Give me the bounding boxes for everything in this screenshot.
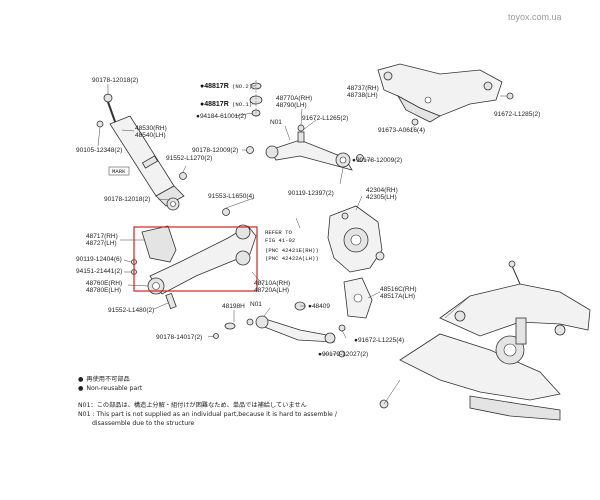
label-48817r-no1: ●48817R [200, 101, 229, 108]
bullet-94184: ● [196, 113, 200, 120]
label-48409: ●48409 [308, 303, 330, 310]
label-no2: (NO.2) [232, 83, 252, 90]
label-91672-l1265: 91672-L1265(2) [302, 115, 348, 122]
bullet-48817r-no2: ● [200, 83, 204, 90]
bullet-90178-12009-b: ● [352, 157, 356, 164]
footnotes: N01：この部品は、構造上分解・組付けが困難なため、単品では補給していません N… [78, 401, 338, 427]
label-48198h: 48198H [222, 303, 245, 310]
label-90178-12009-b: ●90178-12009(2) [352, 157, 402, 164]
label-90178-12018-mid: 90178-12018(2) [104, 196, 150, 203]
mark-tag [108, 166, 130, 176]
label-48717: 48717(RH) [86, 233, 118, 240]
lower-control-arm [131, 208, 258, 310]
highlight-box [133, 226, 258, 292]
label-48516c: 48516C(RH) [380, 286, 417, 293]
label-90105-12348: 90105-12348(2) [76, 147, 122, 154]
label-94184-61001: ●94184-61001(2) [196, 113, 246, 120]
label-91673-a0616: 91673-A0616(4) [378, 127, 425, 134]
watermark: toyox.com.ua [508, 12, 562, 22]
rear-knuckle [327, 205, 385, 358]
label-48738: 48738(LH) [347, 92, 378, 99]
arm-bushing-inner-lower [235, 250, 251, 266]
legend-bullet-jp: ● [78, 376, 84, 383]
legend-en-row: ●Non-reusable part [78, 385, 143, 392]
label-pnc-rh: (PNC 42421E(RH)) [265, 247, 319, 254]
label-90178-14017: 90178-14017(2) [156, 334, 202, 341]
label-90119-12404: 90119-12404(6) [76, 256, 122, 263]
arm-bracket [141, 225, 177, 263]
label-91552-l1270: 91552-L1270(2) [166, 155, 212, 162]
legend: ●再使用不可部品 ●Non-reusable part [78, 375, 143, 392]
subframe-washer-icon [411, 118, 419, 126]
label-90178-12009-a: 90178-12009(2) [192, 147, 238, 154]
label-91672-l1225-text: 91672-L1225(4) [358, 337, 404, 344]
upper-control-link [246, 124, 364, 171]
label-48517a: 48517A(LH) [380, 293, 415, 300]
toe-control-link [213, 301, 336, 344]
label-48409-text: 48409 [312, 303, 330, 310]
note-n01-en-line1: N01 : This part is not supplied as an in… [78, 411, 338, 418]
arm-bushing-inner-upper [235, 224, 251, 240]
label-no1: (NO.1) [232, 101, 252, 108]
label-90179-12027: ●90179-12027(2) [318, 351, 368, 358]
label-42304: 42304(RH) [366, 187, 398, 194]
label-fig-41-02: FIG 41-02 [265, 237, 295, 244]
label-n01-bottom: N01 [250, 301, 262, 308]
label-n01-top: N01 [270, 119, 282, 126]
label-48530: 48530(RH) [135, 125, 167, 132]
label-48817r-no2: ●48817R [200, 83, 229, 90]
label-48737: 48737(RH) [347, 85, 379, 92]
subframe-bolt-icon [506, 92, 514, 100]
legend-bullet-en: ● [78, 385, 84, 392]
bullet-48817r-no1: ● [200, 101, 204, 108]
part-labels: 90178-12018(2) 48530(RH) 48540(LH) 90105… [76, 77, 540, 358]
label-91553-l1650: 91553-L1650(4) [208, 193, 254, 200]
label-48720a: 48720A(LH) [254, 287, 289, 294]
label-90178-12018-top: 90178-12018(2) [92, 77, 138, 84]
bullet-90179-12027: ● [318, 351, 322, 358]
label-refer-to: REFER TO [265, 229, 292, 236]
label-42305: 42305(LH) [366, 194, 397, 201]
label-48780e: 48780E(LH) [86, 287, 121, 294]
link-bushing-left [265, 145, 279, 159]
shock-nut-icon [179, 172, 187, 180]
label-91672-l1225: ●91672-L1225(4) [354, 337, 404, 344]
label-48817r-no2-text: 48817R [204, 83, 229, 90]
legend-en-label: Non-reusable part [86, 385, 142, 392]
label-48770a: 48770A(RH) [276, 95, 312, 102]
label-94151-21441: 94151-21441(2) [76, 268, 122, 275]
label-48727: 48727(LH) [86, 240, 117, 247]
shock-absorber-assembly [96, 93, 187, 211]
bullet-48409: ● [308, 303, 312, 310]
label-48710a: 48710A(RH) [254, 280, 290, 287]
label-48540: 48540(LH) [135, 132, 166, 139]
label-pnc-lh: (PNC 42422A(LH)) [265, 255, 319, 262]
bolt-head-icon [246, 146, 254, 154]
label-94184-text: 94184-61001(2) [200, 113, 246, 120]
label-mark: MARK [112, 168, 126, 175]
shock-washer-icon [96, 120, 104, 128]
assembly-overview [379, 260, 591, 421]
label-48817r-no1-text: 48817R [204, 101, 229, 108]
note-n01-jp: N01：この部品は、構造上分解・組付けが困難なため、単品では補給していません [78, 401, 307, 409]
label-48760e: 48760E(RH) [86, 280, 122, 287]
leader-lines [97, 84, 507, 355]
nut-icon [356, 154, 364, 162]
label-91672-l1285: 91672-L1285(2) [494, 111, 540, 118]
label-90178-12009-b-text: 90178-12009(2) [356, 157, 402, 164]
note-n01-en-line2: disassemble due to the structure [92, 420, 195, 427]
legend-jp-row: ●再使用不可部品 [78, 375, 130, 383]
legend-jp-label: 再使用不可部品 [86, 375, 129, 383]
label-91552-l1480: 91552-L1480(2) [108, 307, 154, 314]
label-90179-12027-text: 90179-12027(2) [322, 351, 368, 358]
shock-upper-bolt-icon [103, 93, 113, 103]
bullet-91672-l1225: ● [354, 337, 358, 344]
label-48790: 48790(LH) [276, 102, 307, 109]
label-90119-12397: 90119-12397(2) [288, 190, 334, 197]
rear-subframe [377, 63, 514, 126]
